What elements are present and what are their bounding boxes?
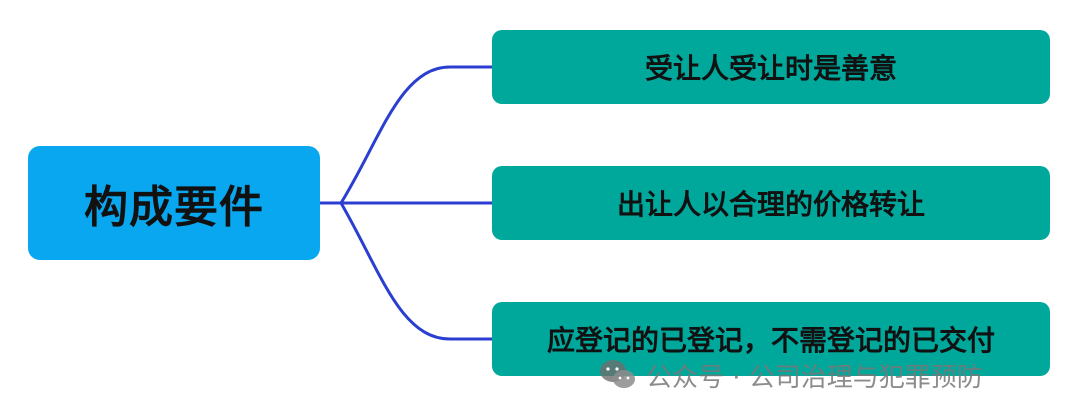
child-node-registration-delivery[interactable]: 应登记的已登记，不需登记的已交付 <box>492 302 1050 376</box>
wechat-icon <box>598 358 638 392</box>
child-node-label: 受让人受让时是善意 <box>644 52 897 85</box>
child-node-good-faith[interactable]: 受让人受让时是善意 <box>492 30 1050 104</box>
connector-child-1 <box>339 65 494 205</box>
connector-child-3 <box>339 201 494 341</box>
child-node-reasonable-price[interactable]: 出让人以合理的价格转让 <box>492 166 1050 240</box>
root-node-label: 构成要件 <box>84 182 264 233</box>
watermark: 公众号 · 公司治理与犯罪预防 <box>598 357 983 393</box>
root-node[interactable]: 构成要件 <box>28 146 320 260</box>
child-node-label: 应登记的已登记，不需登记的已交付 <box>546 324 995 357</box>
watermark-text: 公众号 · 公司治理与犯罪预防 <box>646 362 983 393</box>
child-node-label: 出让人以合理的价格转让 <box>616 188 925 221</box>
